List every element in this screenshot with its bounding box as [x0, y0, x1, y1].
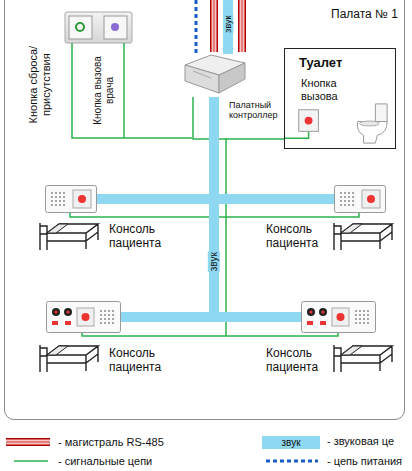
box-label: Кнопка вызова — [301, 77, 361, 102]
box-heading: Туалет — [299, 56, 379, 71]
toilet-box: ТуалетКнопка вызова — [284, 48, 396, 149]
legend-text: - звуковая це — [327, 435, 394, 448]
signal-line — [193, 97, 284, 139]
patient-console: Консоль пациента — [45, 185, 97, 213]
shape — [334, 185, 386, 213]
box-label: Палата № 1 — [331, 8, 403, 22]
legend-text: - цепь питания — [327, 455, 402, 468]
sound-line — [121, 97, 214, 317]
shape — [46, 301, 121, 333]
box-label: Консоль пациента — [266, 347, 332, 375]
sound-line — [97, 97, 214, 199]
patient-console: Консоль пациента — [301, 301, 376, 333]
button-caption: Кнопка вызова врача — [92, 44, 115, 136]
box-label: Консоль пациента — [266, 223, 332, 251]
box-label: Консоль пациента — [109, 347, 181, 375]
shape — [45, 185, 97, 213]
sound-tag: звук — [281, 438, 300, 448]
legend-text: - сигнальные цепи — [58, 455, 152, 468]
ward-controller: Палатный контроллер — [181, 51, 247, 97]
shape — [181, 51, 247, 97]
shape — [301, 301, 376, 333]
box-label: Консоль пациента — [109, 223, 181, 251]
power-line — [195, 0, 198, 54]
patient-console: Консоль пациента — [46, 301, 121, 333]
ward-room: Палата № 1ТуалетКнопка вызоваПалатный ко… — [4, 0, 405, 420]
button-caption: Кнопка сброса/ присутствия — [27, 36, 52, 132]
legend-text: - магистраль RS-485 — [58, 436, 164, 449]
patient-console: Консоль пациента — [334, 185, 386, 213]
sound-band — [223, 0, 233, 54]
sound-tag: звук — [207, 251, 219, 272]
legend-swatch: звук — [262, 436, 320, 449]
wall-button-panel — [65, 12, 132, 43]
box-label: Палатный контроллер — [229, 100, 283, 121]
sound-tag: звук — [223, 15, 233, 34]
